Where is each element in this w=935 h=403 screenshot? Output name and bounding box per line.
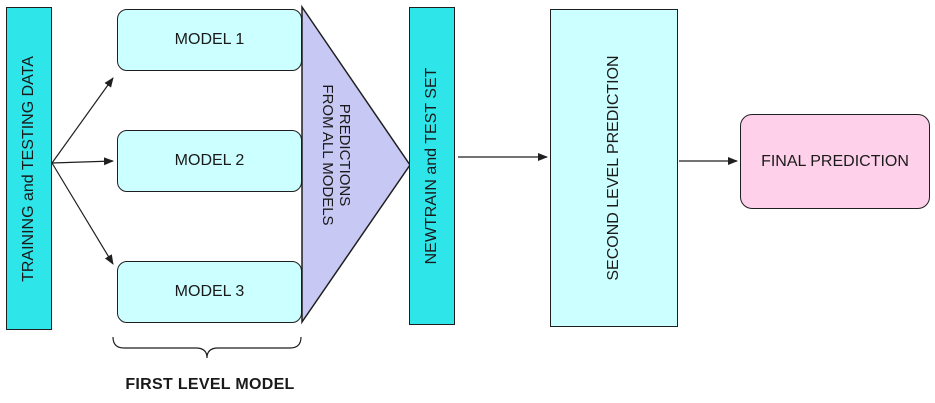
arrow-to-model-3	[51, 162, 114, 265]
predictions-label-line1: PREDICTIONS	[336, 103, 353, 207]
arrow-to-model-2	[51, 157, 114, 166]
second-level-prediction-box: SECOND LEVEL PREDICTION	[550, 9, 678, 327]
predictions-triangle	[301, 4, 411, 325]
first-level-brace	[112, 336, 302, 359]
arrow-to-model-1	[51, 77, 114, 164]
model-1-label: MODEL 1	[174, 31, 245, 48]
predictions-label: PREDICTIONS FROM ALL MODELS	[319, 84, 353, 225]
model-2-label: MODEL 2	[174, 152, 245, 169]
new-train-test-set-box: NEWTRAIN and TEST SET	[409, 7, 455, 325]
final-prediction-label: FINAL PREDICTION	[761, 152, 909, 170]
new-train-test-set-label: NEWTRAIN and TEST SET	[423, 67, 440, 265]
training-data-box: TRAINING and TESTING DATA	[6, 7, 52, 330]
model-3-label: MODEL 3	[174, 283, 245, 300]
model-1-box: MODEL 1	[117, 9, 302, 71]
predictions-label-line2: FROM ALL MODELS	[319, 84, 336, 226]
final-prediction-box: FINAL PREDICTION	[740, 114, 930, 209]
first-level-model-caption: FIRST LEVEL MODEL	[125, 376, 295, 393]
second-level-prediction-label: SECOND LEVEL PREDICTION	[605, 55, 622, 281]
model-3-box: MODEL 3	[117, 261, 302, 323]
